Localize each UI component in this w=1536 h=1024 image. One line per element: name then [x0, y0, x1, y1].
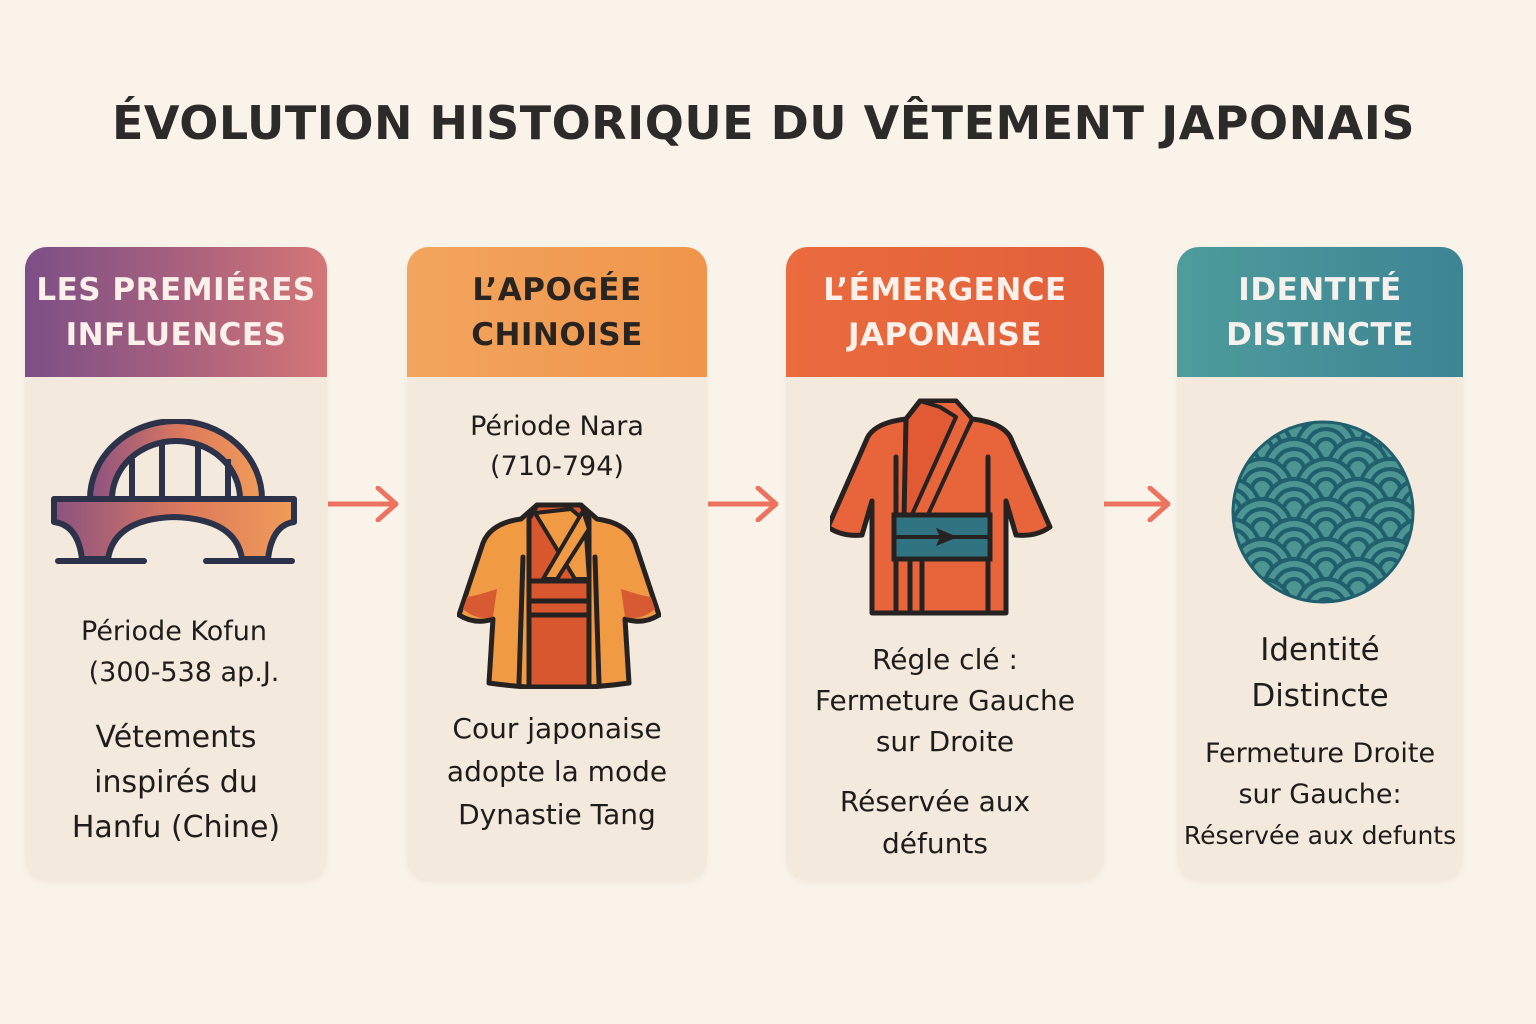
kimono-icon	[830, 398, 1053, 616]
stage-4-description: Fermeture Droite sur Gauche: Réservée au…	[1183, 738, 1457, 850]
stage-4-header-line: IDENTITÉ	[1238, 272, 1402, 308]
stage-3-header-line: L’ÉMERGENCE	[823, 272, 1067, 308]
stage-2-header: L’APOGÉE CHINOISE	[407, 247, 707, 377]
stage-3-header-line: JAPONAISE	[847, 317, 1043, 353]
stage-2-header-line: L’APOGÉE	[472, 272, 642, 308]
stage-card-1: LES PREMIÉRES INFLUENCES Période Kofun	[25, 247, 327, 881]
arrow-right-icon	[328, 486, 399, 522]
stage-4-header: IDENTITÉ DISTINCTE	[1177, 247, 1463, 377]
stage-1-description: Vétements inspirés du Hanfu (Chine)	[71, 720, 281, 845]
hanfu-robe-icon	[457, 502, 661, 689]
stage-3-description: Réservée aux défunts	[839, 785, 1031, 860]
stage-2-description: Cour japonaise adopte la mode Dynastie T…	[446, 712, 668, 831]
stage-1-header-line: LES PREMIÉRES	[36, 272, 316, 308]
stage-1-header-line: INFLUENCES	[65, 317, 287, 353]
stage-2-header-line: CHINOISE	[471, 317, 643, 353]
arrow-right-icon	[708, 486, 779, 522]
stage-1-period: Période Kofun (300-538 ap.J.	[81, 616, 280, 688]
stage-4-header-line: DISTINCTE	[1226, 317, 1414, 353]
bridge-icon	[51, 419, 297, 564]
stage-4-subtitle: Identité Distincte	[1251, 632, 1389, 714]
stage-3-header: L’ÉMERGENCE JAPONAISE	[786, 247, 1104, 377]
stage-3-rule: Régle clé : Fermeture Gauche sur Droite	[814, 643, 1076, 758]
stage-card-3: L’ÉMERGENCE JAPONAISE Régle clé : Fermet…	[786, 247, 1104, 881]
stage-1-header: LES PREMIÉRES INFLUENCES	[25, 247, 327, 377]
seigaiha-wave-icon	[1231, 420, 1415, 604]
stage-2-period: Période Nara (710-794)	[470, 411, 644, 482]
arrow-right-icon	[1104, 486, 1171, 522]
stage-card-2: L’APOGÉE CHINOISE Période Nara (710-794)…	[407, 247, 707, 881]
stage-card-4: IDENTITÉ DISTINCTE	[1177, 247, 1463, 881]
page-title: ÉVOLUTION HISTORIQUE DU VÊTEMENT JAPONAI…	[112, 96, 1415, 150]
